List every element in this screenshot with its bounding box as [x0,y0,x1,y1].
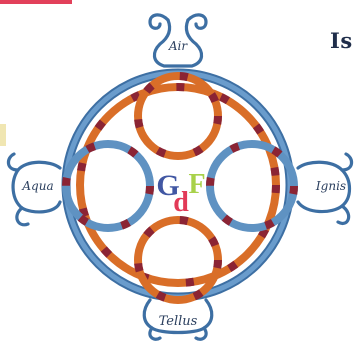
monogram-f: F [188,169,205,200]
label-aqua: Aqua [21,179,53,193]
scroll-right-top [342,154,352,170]
scroll-left-top [8,154,18,170]
monogram-d: d [173,187,189,218]
scroll-ornaments [8,15,351,339]
scroll-top-right [188,15,206,28]
label-ignis: Ignis [315,179,346,193]
label-air: Air [168,39,189,53]
scroll-top-left [150,15,168,28]
blue-right-ring [210,144,294,228]
label-tellus: Tellus [159,314,198,329]
